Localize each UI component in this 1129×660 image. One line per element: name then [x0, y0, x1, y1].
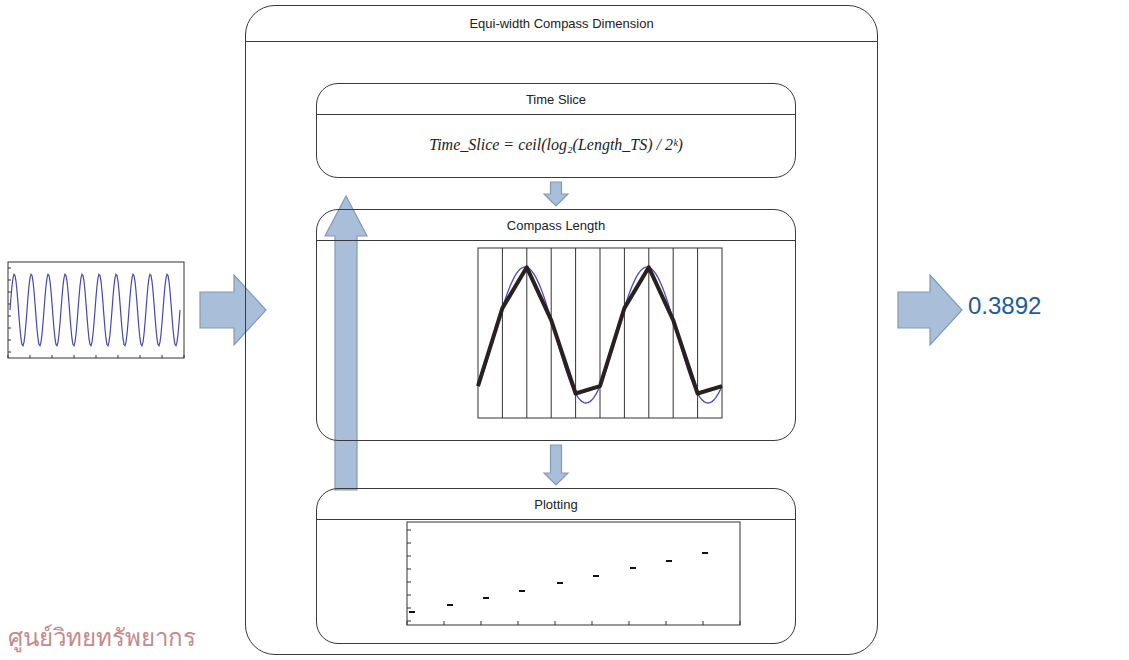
stroke	[8, 268, 11, 269]
stroke	[162, 355, 163, 358]
stroke	[519, 590, 525, 592]
process-box: Compass Length	[316, 209, 796, 441]
box-title: Equi-width Compass Dimension	[469, 16, 653, 31]
stroke	[8, 328, 11, 329]
stroke	[407, 621, 408, 625]
box-header: Plotting	[317, 489, 795, 520]
stroke	[52, 355, 53, 358]
flow-arrow	[544, 182, 568, 206]
stroke	[407, 621, 411, 622]
compass-illustration	[478, 248, 722, 418]
box-header: Equi-width Compass Dimension	[246, 6, 877, 42]
box-header: Compass Length	[317, 210, 795, 241]
stroke	[673, 248, 674, 418]
stroke	[702, 552, 708, 554]
stroke	[407, 582, 411, 583]
stroke	[593, 575, 599, 577]
stroke	[526, 248, 527, 418]
stroke	[624, 248, 625, 418]
stroke	[407, 608, 411, 609]
stroke	[740, 621, 741, 625]
stroke	[118, 355, 119, 358]
stroke	[502, 248, 503, 418]
stroke	[407, 556, 411, 557]
output-arrow	[898, 275, 962, 345]
result-value: 0.3892	[968, 292, 1041, 320]
watermark: ศูนย์วิทยทรัพยากร	[8, 618, 196, 657]
stroke	[629, 621, 630, 625]
stroke	[518, 621, 519, 625]
stroke	[407, 595, 411, 596]
stroke	[407, 569, 411, 570]
box-title: Compass Length	[507, 218, 605, 233]
input-arrow	[200, 275, 266, 345]
stroke	[74, 355, 75, 358]
stroke	[703, 621, 704, 625]
stroke	[557, 582, 563, 584]
box-header: Time Slice	[317, 84, 795, 115]
stroke	[648, 248, 649, 418]
stroke	[184, 355, 185, 358]
process-box: Time SliceTime_Slice = ceil(log₂(Length_…	[316, 83, 796, 178]
process-box: Plotting	[316, 488, 796, 644]
stroke	[483, 597, 489, 599]
stroke	[8, 340, 11, 341]
stroke	[8, 316, 11, 317]
stroke	[592, 621, 593, 625]
stroke	[8, 280, 11, 281]
scatter-plot	[407, 522, 740, 625]
stroke	[409, 611, 415, 613]
box-title: Plotting	[534, 497, 577, 512]
stroke	[600, 248, 601, 418]
stroke	[30, 355, 31, 358]
stroke	[8, 292, 11, 293]
formula: Time_Slice = ceil(log₂(Length_TS) / 2ᵏ)	[429, 136, 683, 154]
stroke	[630, 567, 636, 569]
stroke	[551, 248, 552, 418]
box-body: Time_Slice = ceil(log₂(Length_TS) / 2ᵏ)	[317, 115, 795, 175]
stroke	[8, 352, 11, 353]
stroke	[140, 355, 141, 358]
stroke	[666, 560, 672, 562]
stroke	[555, 621, 556, 625]
stroke	[444, 621, 445, 625]
box-title: Time Slice	[526, 92, 586, 107]
stroke	[666, 621, 667, 625]
stroke	[96, 355, 97, 358]
stroke	[8, 355, 9, 358]
stroke	[407, 530, 411, 531]
input-series	[8, 262, 184, 358]
stroke	[407, 543, 411, 544]
outer-panel: Equi-width Compass DimensionTime SliceTi…	[245, 5, 878, 655]
stroke	[447, 604, 453, 606]
flow-arrow	[544, 445, 568, 485]
stroke	[481, 621, 482, 625]
